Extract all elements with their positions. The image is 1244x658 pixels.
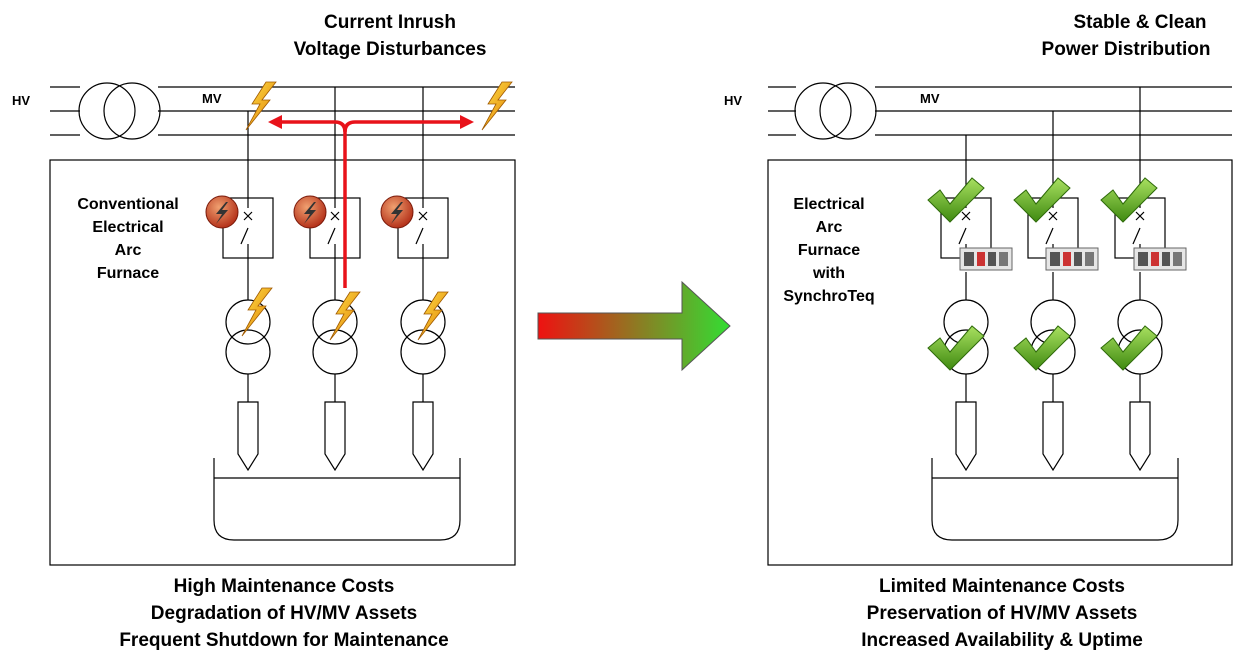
green-check-icon [927,325,985,371]
left-furnace-label-2: Electrical [92,219,163,236]
right-furnace-frame [767,159,1233,566]
right-furnace-label-5: SynchroTeq [783,288,874,305]
synchroteq-device-icon [1045,247,1099,271]
lightning-bolt-icon [329,291,361,341]
left-furnace-label-3: Arc [115,242,142,259]
green-check-icon [927,177,985,223]
right-main-transformer [794,82,877,140]
left-disturbance-arrows [268,115,474,288]
right-crucible [931,458,1179,541]
left-feeder-3 [397,87,449,472]
gradient-arrow-icon [537,280,731,372]
left-furnace-label-4: Furnace [97,265,159,282]
right-hv-label: HV [724,93,742,108]
right-feeder-3 [1114,87,1166,472]
lightning-bolt-icon [245,81,277,131]
right-footer-line-2: Preservation of HV/MV Assets [867,603,1138,624]
left-furnace-frame [49,159,516,566]
right-bus-lines [768,86,1232,136]
left-hv-label: HV [12,93,30,108]
left-main-transformer [78,82,161,140]
left-crucible [213,458,461,541]
left-feeder-2 [309,87,361,472]
right-footer-line-1: Limited Maintenance Costs [879,576,1125,597]
fault-badge-icon [293,195,327,229]
lightning-bolt-icon [417,291,449,341]
left-footer-line-1: High Maintenance Costs [174,576,395,597]
right-furnace-label-3: Furnace [798,242,860,259]
right-heading-line-1: Stable & Clean [1073,12,1206,33]
left-furnace-label-1: Conventional [77,196,178,213]
left-heading-line-1: Current Inrush [324,12,456,33]
lightning-bolt-icon [481,81,513,131]
green-check-icon [1013,177,1071,223]
left-footer-line-3: Frequent Shutdown for Maintenance [119,630,448,651]
synchroteq-device-icon [959,247,1013,271]
left-footer-line-2: Degradation of HV/MV Assets [151,603,417,624]
green-check-icon [1100,177,1158,223]
green-check-icon [1100,325,1158,371]
left-panel [49,82,516,566]
right-panel [767,82,1233,566]
fault-badge-icon [380,195,414,229]
lightning-bolt-icon [241,287,273,337]
left-mv-label: MV [202,91,222,106]
left-heading-line-2: Voltage Disturbances [294,39,487,60]
right-mv-label: MV [920,91,940,106]
fault-badge-icon [205,195,239,229]
left-bus-lines [50,86,515,136]
right-footer-line-3: Increased Availability & Uptime [861,630,1143,651]
right-feeder-2 [1027,111,1079,472]
green-check-icon [1013,325,1071,371]
right-furnace-label-4: with [812,265,845,282]
right-heading-line-2: Power Distribution [1042,39,1211,60]
synchroteq-device-icon [1133,247,1187,271]
right-furnace-label-2: Arc [816,219,843,236]
right-furnace-label-1: Electrical [793,196,864,213]
